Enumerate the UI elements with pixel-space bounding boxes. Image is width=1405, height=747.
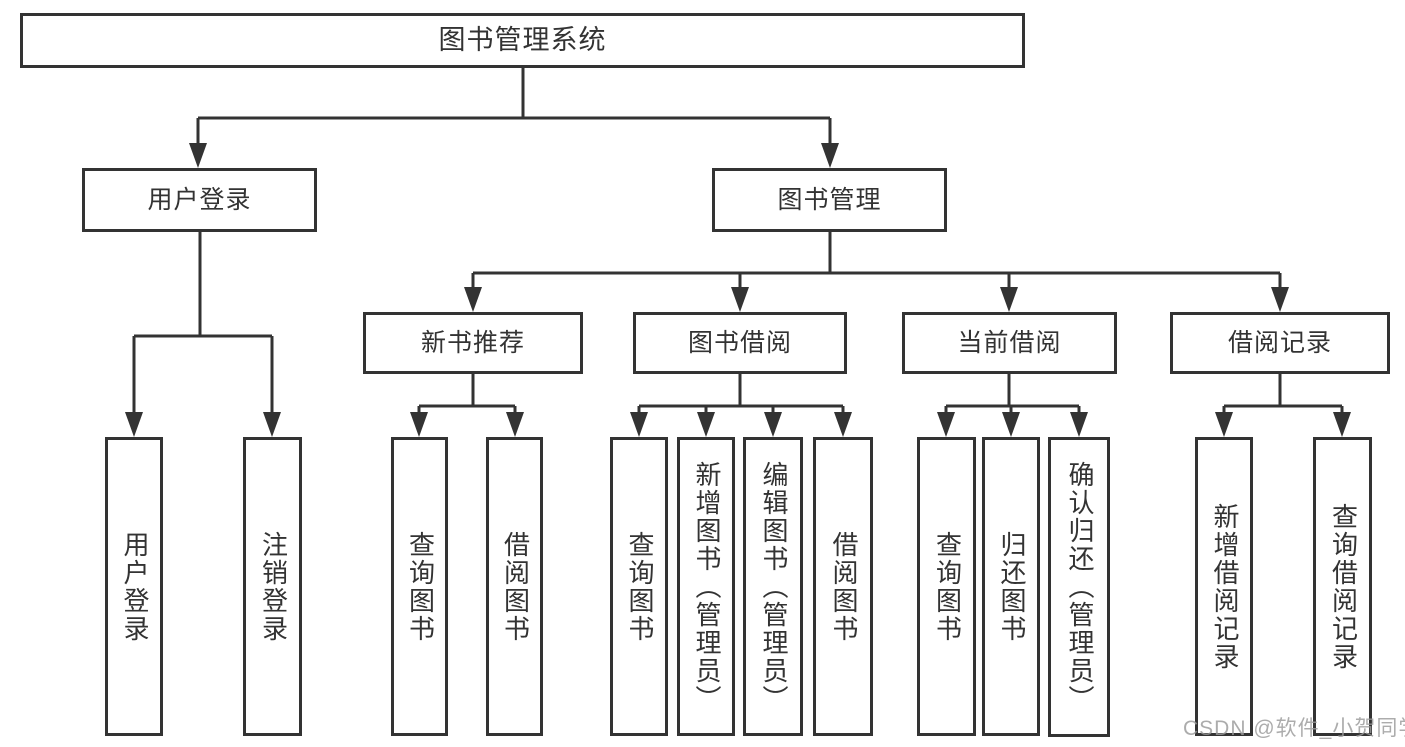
connector-current-borrow-to-leaves xyxy=(937,374,1088,437)
node-leaf-query-books-3: 查询图书 xyxy=(917,437,976,736)
node-leaf-query-borrow-record: 查询借阅记录 xyxy=(1313,437,1372,736)
node-branch-user-login: 用户登录 xyxy=(82,168,317,232)
node-leaf-add-borrow-record: 新增借阅记录 xyxy=(1195,437,1253,736)
node-leaf-edit-books-admin: 编辑图书（管理员） xyxy=(743,437,803,736)
node-module-new-book-recommend: 新书推荐 xyxy=(363,312,583,374)
node-module-current-borrow: 当前借阅 xyxy=(902,312,1117,374)
csdn-watermark: CSDN @软件_小贺同学 xyxy=(1183,717,1405,740)
node-leaf-query-books-1: 查询图书 xyxy=(391,437,448,736)
node-module-book-borrow: 图书借阅 xyxy=(633,312,847,374)
node-branch-book-management: 图书管理 xyxy=(712,168,947,232)
connector-new-book-recommend-to-leaves xyxy=(410,374,524,437)
node-leaf-borrow-books-1: 借阅图书 xyxy=(486,437,543,736)
node-leaf-user-login: 用户登录 xyxy=(105,437,163,736)
connector-borrow-record-to-leaves xyxy=(1215,374,1351,437)
connector-user-login-to-leaves xyxy=(125,232,281,437)
node-root-system: 图书管理系统 xyxy=(20,13,1025,68)
connector-book-management-to-modules xyxy=(464,232,1289,312)
node-leaf-query-books-2: 查询图书 xyxy=(610,437,668,736)
node-leaf-borrow-books-2: 借阅图书 xyxy=(813,437,873,736)
node-module-borrow-record: 借阅记录 xyxy=(1170,312,1390,374)
connector-book-borrow-to-leaves xyxy=(630,374,852,437)
node-leaf-confirm-return-admin: 确认归还（管理员） xyxy=(1048,437,1110,737)
node-leaf-return-books: 归还图书 xyxy=(982,437,1040,736)
connector-root-to-branches xyxy=(189,68,839,168)
node-leaf-add-books-admin: 新增图书（管理员） xyxy=(677,437,735,736)
node-leaf-logout: 注销登录 xyxy=(243,437,302,736)
